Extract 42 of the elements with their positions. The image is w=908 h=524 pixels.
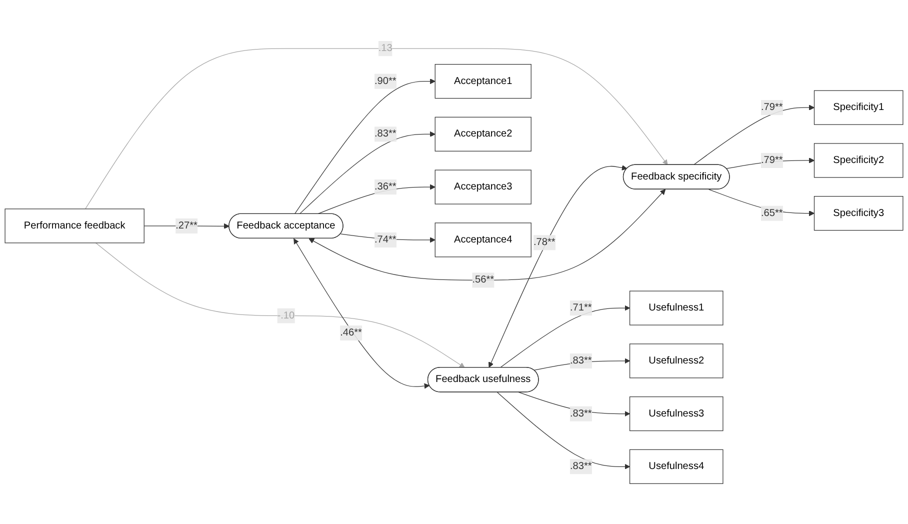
edge-label: .79**	[760, 154, 783, 166]
node-box: Acceptance1	[434, 64, 532, 98]
edge-label: .46**	[340, 327, 362, 338]
arrow	[95, 242, 465, 368]
edge-label: .83**	[570, 408, 592, 418]
edge-label: .65**	[760, 207, 783, 218]
edge-label: .83**	[570, 460, 592, 472]
arrow	[534, 358, 630, 370]
arrow	[294, 78, 436, 214]
node-box: Acceptance2	[434, 116, 532, 152]
node-box: Usefulness4	[629, 449, 724, 484]
arrow	[488, 164, 628, 368]
edge-label: .83**	[570, 354, 592, 366]
arrow	[294, 238, 430, 388]
arrow	[500, 304, 630, 368]
node-box: Usefulness1	[629, 290, 724, 326]
node-box: Specificity1	[814, 90, 904, 125]
arrow	[144, 223, 230, 229]
arrow	[708, 188, 815, 216]
edge-label: .79**	[760, 102, 783, 112]
arrow	[299, 131, 436, 214]
node-box: Specificity2	[814, 142, 904, 178]
arrow	[726, 157, 815, 169]
node-box: Performance feedback	[4, 208, 144, 243]
edge-label: .27**	[176, 220, 198, 231]
edge-label: .71**	[570, 302, 592, 313]
edge-label: .74**	[374, 234, 396, 245]
node-box: Acceptance3	[434, 169, 532, 204]
node-box: Usefulness2	[629, 343, 724, 378]
node-box: Usefulness3	[629, 396, 724, 431]
arrow	[308, 188, 666, 280]
edge-label: -.10	[277, 310, 295, 320]
node-box: Acceptance4	[434, 222, 532, 257]
edge-label: .13	[378, 42, 392, 54]
edge-label: .90**	[374, 75, 396, 86]
edge-label: .36**	[374, 181, 396, 192]
node-box: Specificity3	[814, 196, 904, 230]
edge-label: .78**	[533, 236, 556, 248]
arrow	[85, 48, 668, 209]
arrow	[693, 104, 815, 165]
edge-label: .83**	[374, 128, 396, 139]
edge-label: .56**	[472, 274, 494, 285]
